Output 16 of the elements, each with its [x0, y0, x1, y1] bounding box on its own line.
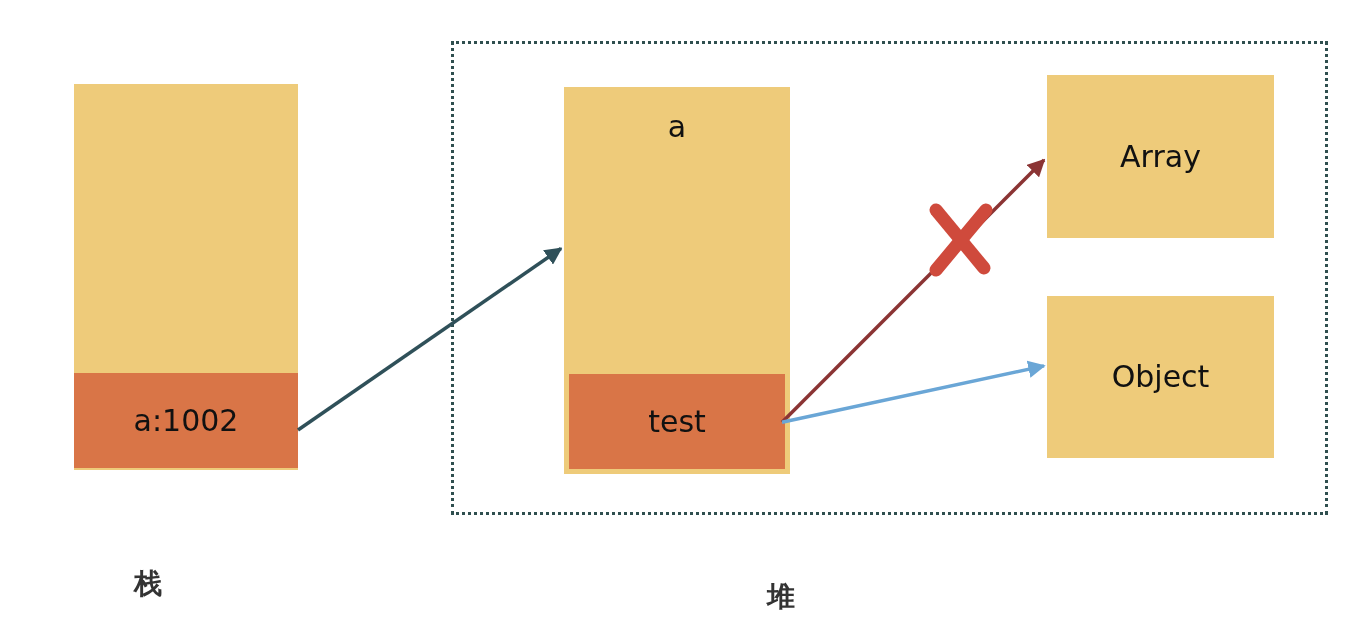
node-label: a:1002 [132, 401, 240, 440]
node-label: a [666, 108, 688, 146]
arrow [297, 247, 563, 432]
section-label: 堆 [767, 579, 795, 615]
memory-slot [569, 374, 785, 469]
memory-box [564, 87, 790, 474]
node-label: test [647, 402, 707, 441]
memory-box [74, 84, 298, 470]
node-label: Object [1110, 358, 1211, 396]
heap-region [451, 41, 1328, 515]
memory-box [1047, 296, 1274, 458]
arrow [781, 360, 1046, 424]
node-label: Array [1119, 137, 1202, 176]
section-label: 栈 [134, 566, 162, 602]
memory-slot [74, 373, 298, 468]
memory-box [1047, 75, 1274, 238]
